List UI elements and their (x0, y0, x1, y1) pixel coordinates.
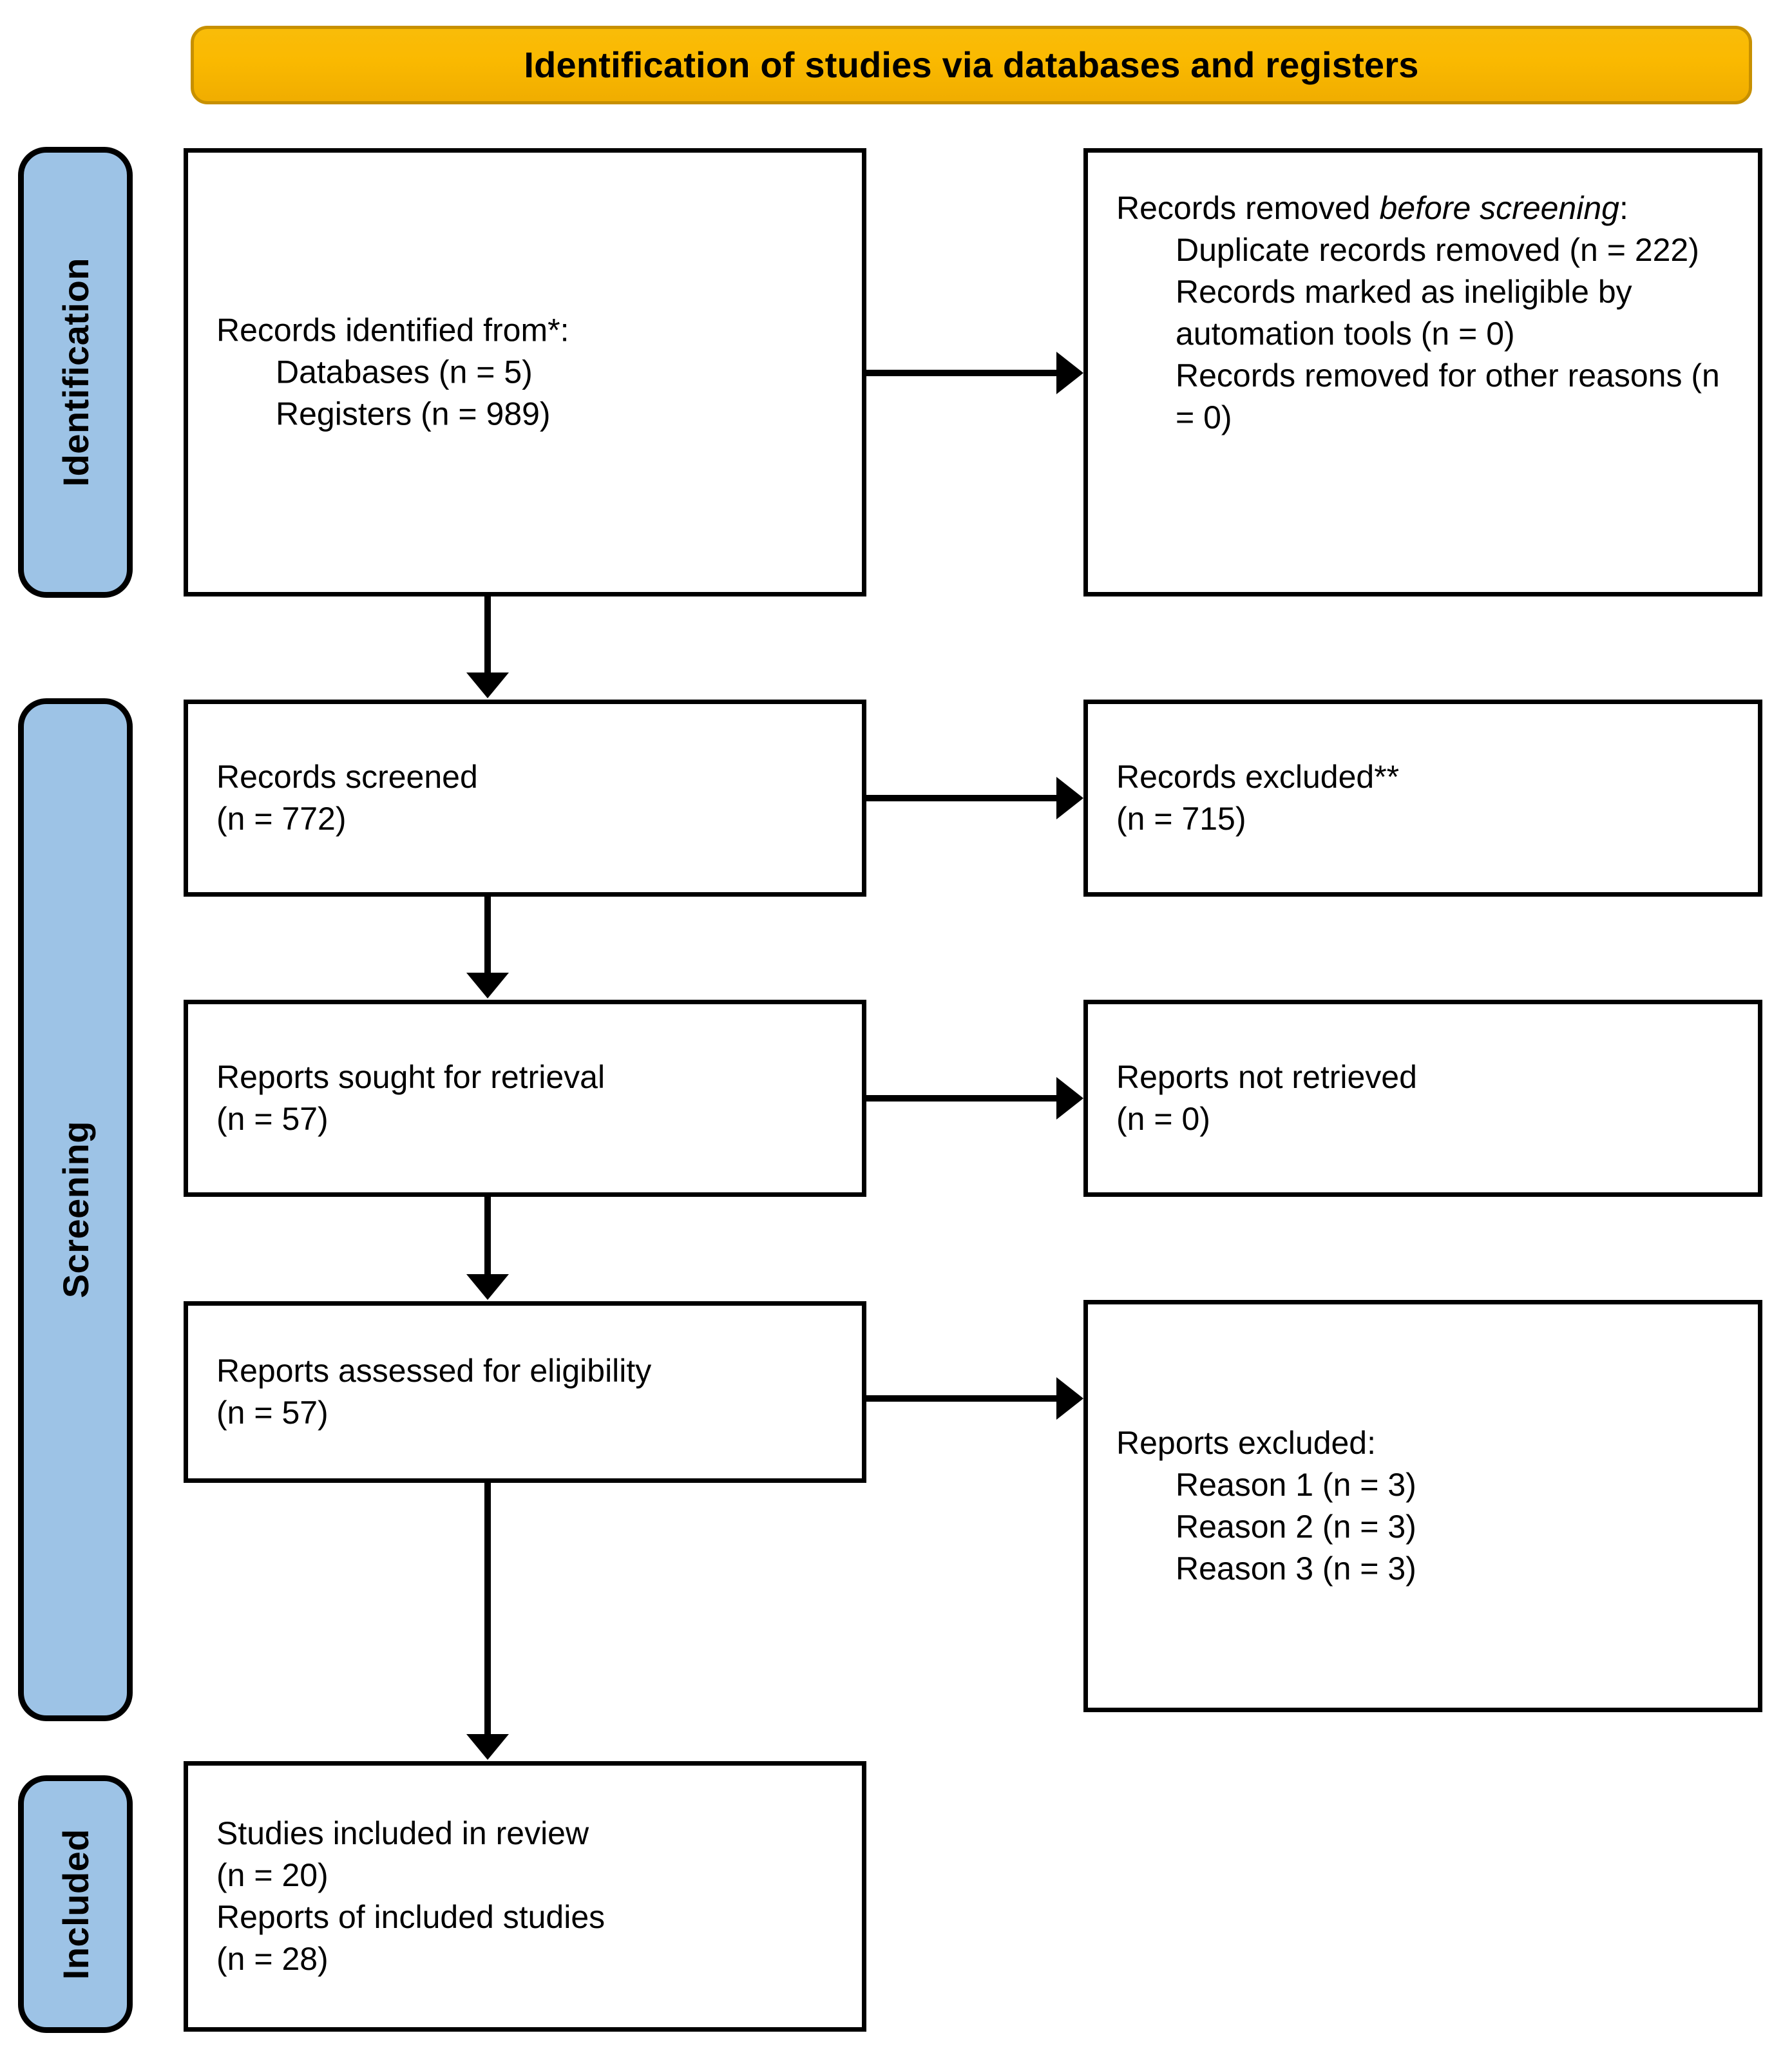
records-excluded-count: (n = 715) (1116, 801, 1246, 837)
reports-not-retrieved-count: (n = 0) (1116, 1101, 1210, 1137)
studies-included-count: (n = 20) (216, 1857, 329, 1893)
records-excluded-label: Records excluded** (1116, 759, 1400, 795)
records-removed-automation: Records marked as ineligible by automati… (1176, 274, 1632, 352)
records-screened-label: Records screened (216, 759, 478, 795)
stage-label-included: Included (55, 1828, 96, 1980)
records-identified-heading: Records identified from*: (216, 312, 569, 348)
stage-sidebar-included: Included (18, 1775, 133, 2033)
reports-excluded-reason-2: Reason 2 (n = 3) (1176, 1509, 1416, 1545)
box-records-identified: Records identified from*: Databases (n =… (184, 148, 866, 596)
box-records-excluded: Records excluded** (n = 715) (1083, 700, 1762, 897)
reports-assessed-count: (n = 57) (216, 1395, 329, 1431)
box-reports-excluded: Reports excluded: Reason 1 (n = 3) Reaso… (1083, 1300, 1762, 1712)
arrow-assessed-to-reports-excluded (866, 1395, 1058, 1402)
stage-sidebar-screening: Screening (18, 698, 133, 1721)
arrow-assessed-to-included (484, 1483, 491, 1735)
arrow-screened-to-excluded (866, 795, 1058, 801)
reports-excluded-reason-1: Reason 1 (n = 3) (1176, 1467, 1416, 1503)
arrow-sought-to-assessed (484, 1197, 491, 1275)
studies-included-label: Studies included in review (216, 1815, 589, 1851)
records-screened-count: (n = 772) (216, 801, 347, 837)
records-removed-heading-italic: before screening (1379, 190, 1619, 226)
records-identified-registers: Registers (n = 989) (276, 396, 551, 432)
diagram-title: Identification of studies via databases … (524, 44, 1419, 86)
arrow-identified-to-screened (484, 596, 491, 674)
reports-excluded-reason-3: Reason 3 (n = 3) (1176, 1550, 1416, 1587)
box-records-removed-before-screening: Records removed before screening: Duplic… (1083, 148, 1762, 596)
arrow-sought-to-not-retrieved (866, 1095, 1058, 1102)
reports-sought-label: Reports sought for retrieval (216, 1059, 605, 1095)
records-removed-heading: Records removed before screening: (1116, 187, 1741, 229)
records-removed-heading-prefix: Records removed (1116, 190, 1380, 226)
records-removed-other: Records removed for other reasons (n = 0… (1176, 358, 1720, 435)
records-removed-heading-suffix: : (1619, 190, 1628, 226)
box-reports-not-retrieved: Reports not retrieved (n = 0) (1083, 1000, 1762, 1197)
reports-excluded-heading: Reports excluded: (1116, 1425, 1377, 1461)
box-reports-assessed-for-eligibility: Reports assessed for eligibility (n = 57… (184, 1301, 866, 1483)
reports-assessed-label: Reports assessed for eligibility (216, 1353, 652, 1389)
reports-sought-count: (n = 57) (216, 1101, 329, 1137)
box-reports-sought-for-retrieval: Reports sought for retrieval (n = 57) (184, 1000, 866, 1197)
reports-included-label: Reports of included studies (216, 1899, 605, 1935)
arrow-screened-to-sought (484, 897, 491, 974)
box-studies-included: Studies included in review (n = 20) Repo… (184, 1761, 866, 2032)
stage-label-screening: Screening (55, 1121, 96, 1299)
stage-sidebar-identification: Identification (18, 147, 133, 598)
stage-label-identification: Identification (55, 258, 96, 487)
arrow-identified-to-removed (866, 370, 1058, 376)
box-records-screened: Records screened (n = 772) (184, 700, 866, 897)
reports-not-retrieved-label: Reports not retrieved (1116, 1059, 1417, 1095)
records-identified-databases: Databases (n = 5) (276, 354, 533, 390)
reports-included-count: (n = 28) (216, 1941, 329, 1977)
diagram-header-banner: Identification of studies via databases … (191, 26, 1752, 104)
records-removed-duplicates: Duplicate records removed (n = 222) (1176, 232, 1699, 268)
